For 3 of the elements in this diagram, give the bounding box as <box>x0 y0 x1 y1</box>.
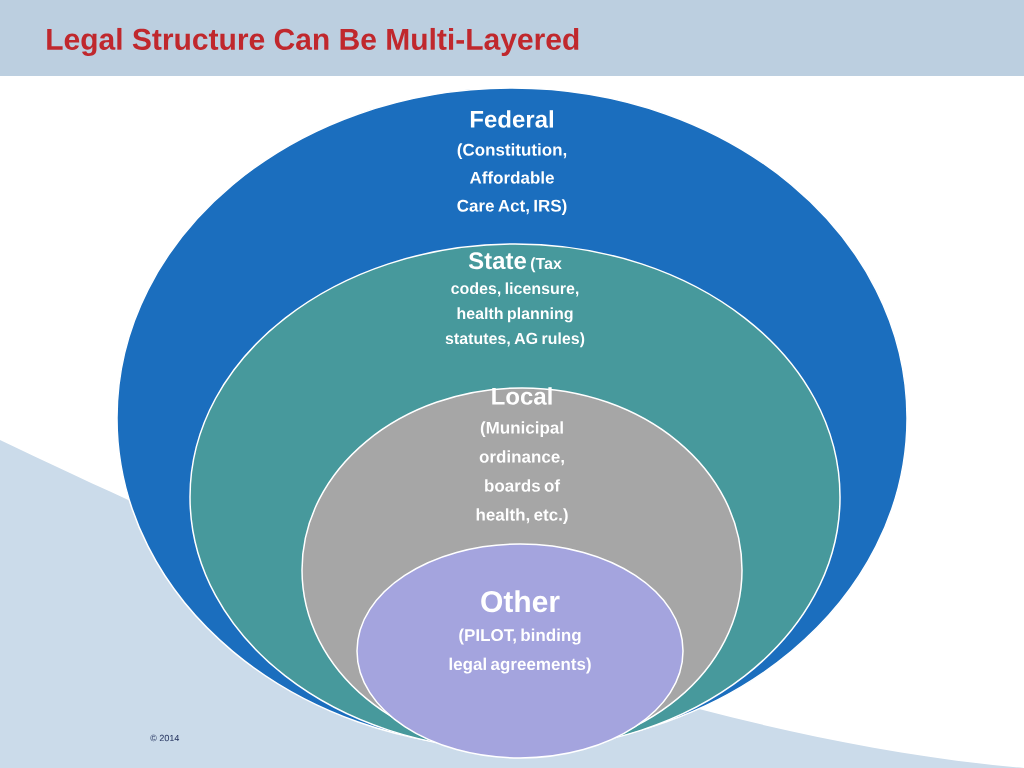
ellipse-band: Other (PILOT, binding legal agreements) <box>356 543 684 759</box>
slide-title: Legal Structure Can Be Multi-Layered <box>47 27 579 57</box>
copyright-note: © 2014 <box>150 734 180 742</box>
